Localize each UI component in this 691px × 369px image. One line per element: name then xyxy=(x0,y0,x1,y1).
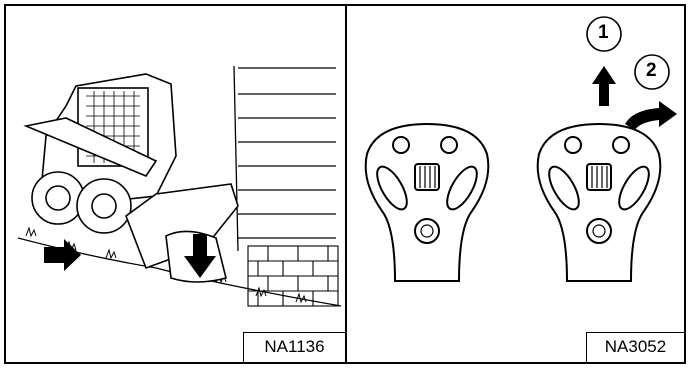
joystick-left xyxy=(366,124,489,281)
callout-label-2: 2 xyxy=(646,60,657,82)
arrow-curve-right xyxy=(625,101,677,130)
callout-label-1: 1 xyxy=(598,22,609,44)
figure-code-right: NA3052 xyxy=(586,332,684,362)
direction-arrow-left xyxy=(44,239,81,271)
skid-steer-illustration xyxy=(6,6,347,366)
house-siding xyxy=(234,66,336,251)
figure-panel-left: NA1136 xyxy=(6,6,347,362)
loader-bucket xyxy=(126,184,238,282)
arrow-up xyxy=(592,66,616,106)
joystick-right xyxy=(538,124,661,281)
figure-frame: NA1136 xyxy=(4,4,686,364)
joystick-controls-illustration xyxy=(347,6,684,366)
figure-code-left: NA1136 xyxy=(243,332,345,362)
figure-panel-right: 1 2 NA3052 xyxy=(347,6,684,362)
